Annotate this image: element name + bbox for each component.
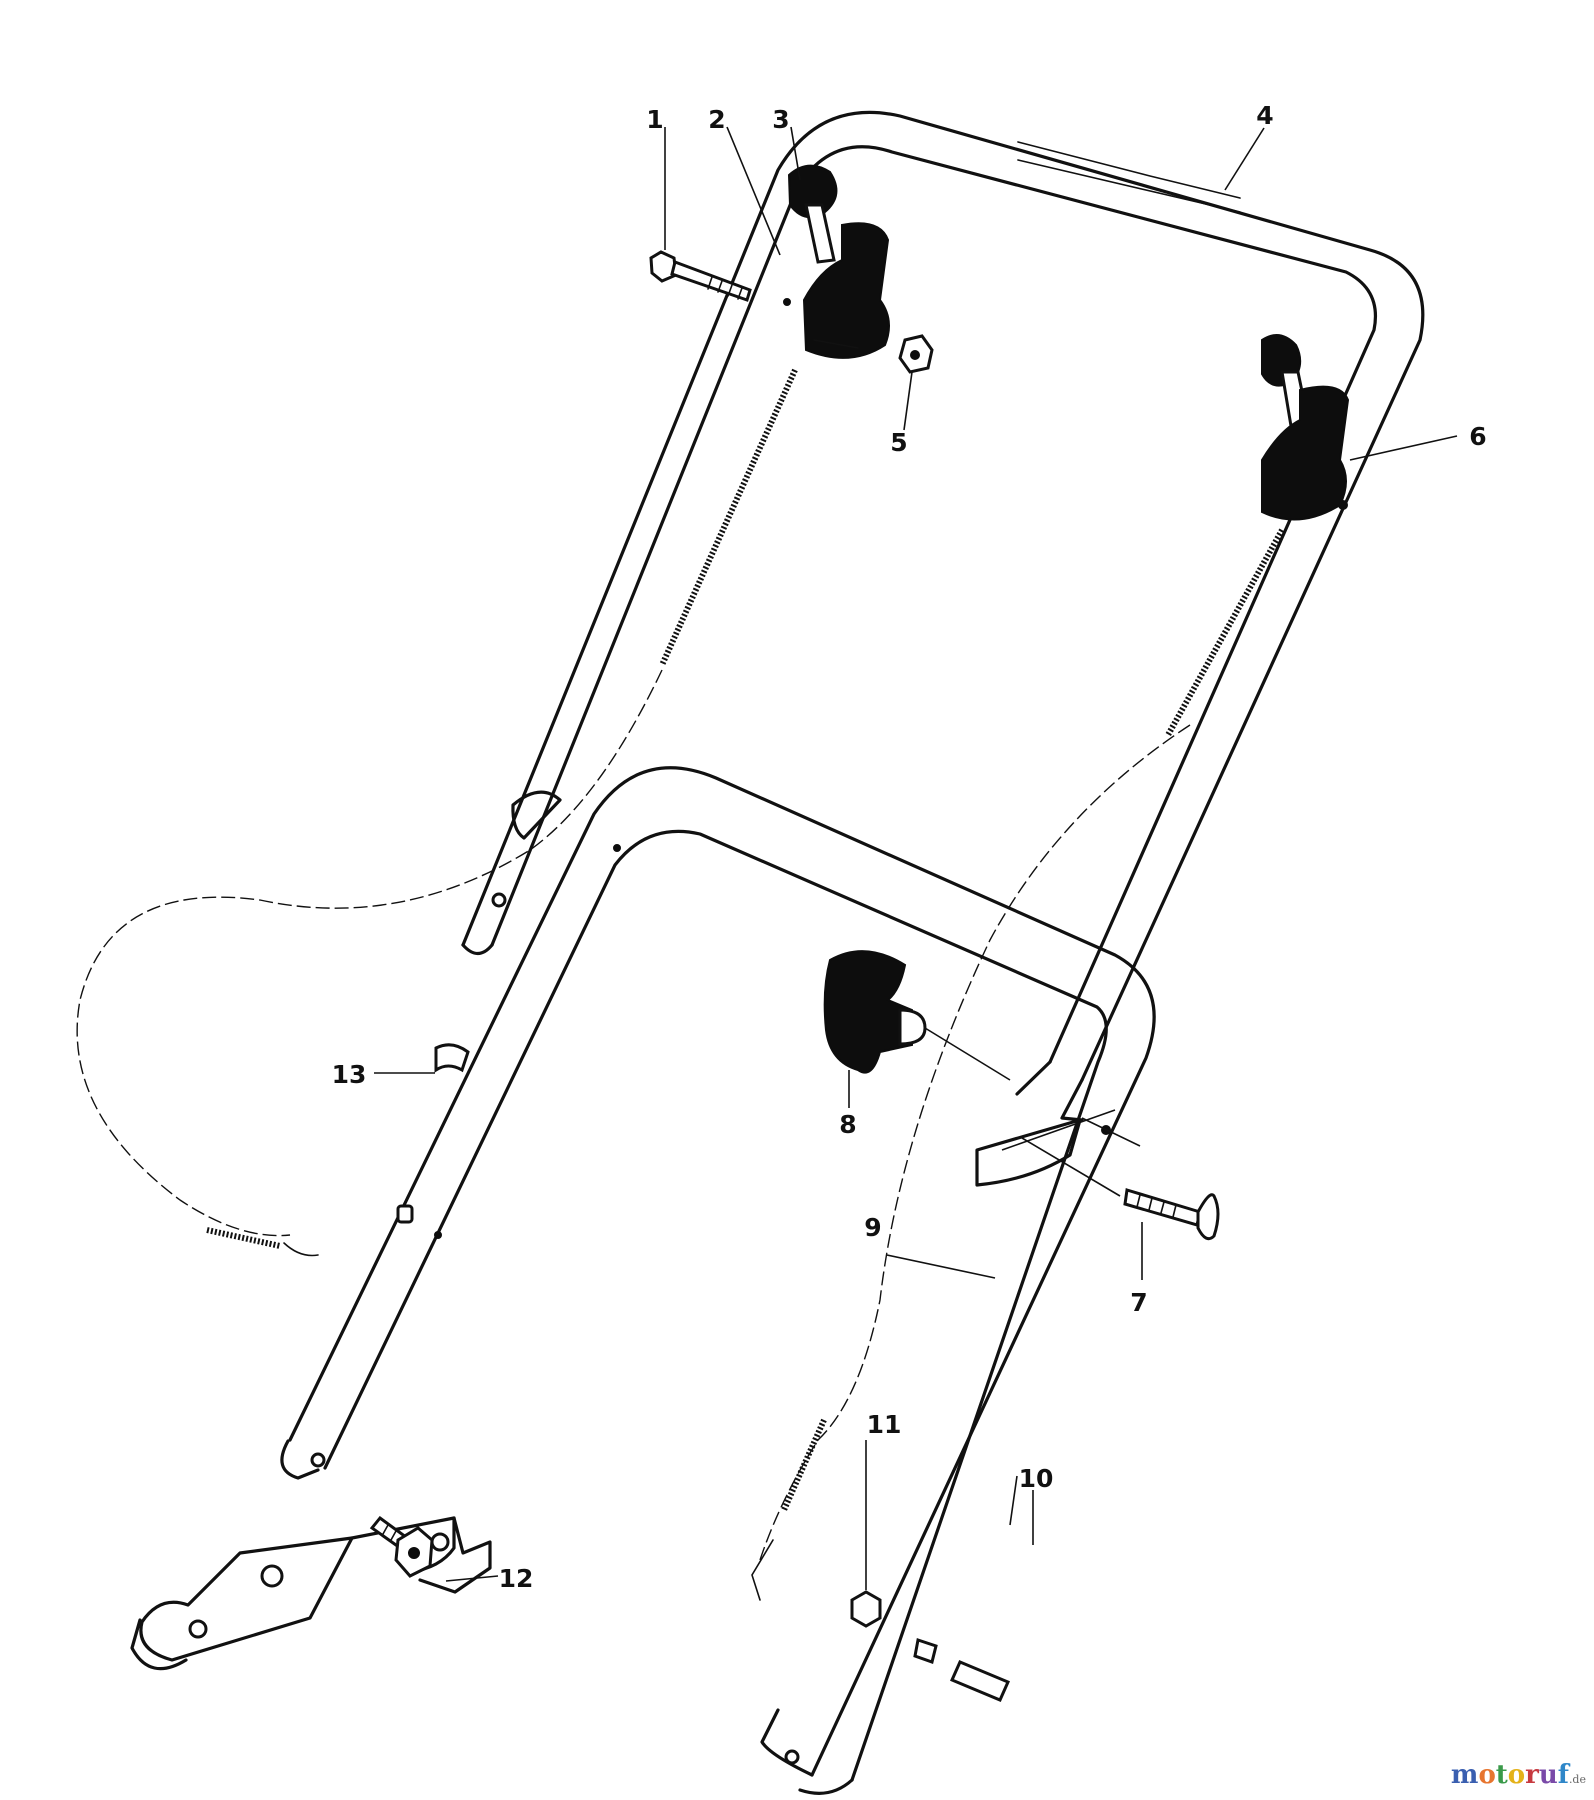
leader-lines [374,126,1458,1590]
callout-11: 11 [867,1410,902,1439]
callout-3: 3 [772,105,789,134]
watermark-letter-t: t [1495,1760,1508,1790]
callout-10: 10 [1019,1464,1054,1493]
nut-5 [898,334,934,374]
callout-9: 9 [864,1213,881,1242]
callout-4: 4 [1256,101,1273,130]
knob-8 [823,950,1011,1081]
callout-2: 2 [708,105,725,134]
callout-12: 12 [499,1564,534,1593]
watermark-logo: motoruf.de [1451,1760,1586,1790]
left-control-lever [787,164,890,359]
watermark-letter-f: f [1557,1760,1569,1790]
callout-13: 13 [332,1060,367,1089]
watermark-letter-u: u [1538,1760,1558,1790]
watermark-letter-m: m [1450,1760,1479,1790]
control-cables [76,368,1285,1601]
screw-12 [369,1515,434,1578]
callout-7: 7 [1130,1288,1147,1317]
callout-1: 1 [646,105,663,134]
right-control-lever [1261,334,1350,521]
clip-13 [434,1043,470,1073]
watermark-letter-o2: o [1507,1760,1526,1790]
pin-10 [913,1638,1010,1702]
callout-6: 6 [1469,422,1486,451]
bottom-bracket [130,1516,492,1671]
upper-handle [461,110,1425,1187]
wing-bolt-7 [1001,1109,1220,1241]
watermark-letter-o1: o [1478,1760,1496,1790]
lower-handle [280,766,1156,1795]
bolt-1 [649,250,752,302]
callout-labels: 1 2 3 4 5 6 7 8 9 10 11 12 13 [332,101,1487,1593]
nut-11 [850,1590,882,1628]
watermark-letter-r: r [1525,1760,1539,1790]
watermark-suffix: .de [1568,1773,1586,1786]
callout-5: 5 [890,428,907,457]
callout-8: 8 [839,1110,856,1139]
